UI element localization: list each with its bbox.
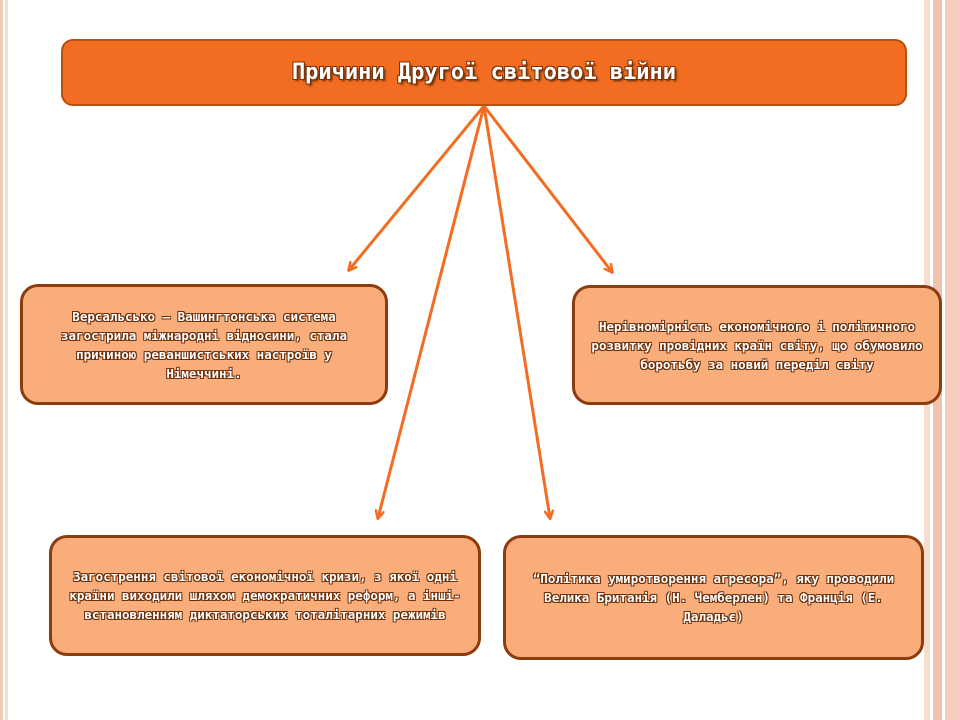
cause-text: “Політика умиротворення агресора”, яку п… xyxy=(532,571,895,624)
arrow-to-cause-2 xyxy=(482,104,612,272)
cause-box-appeasement: “Політика умиротворення агресора”, яку п… xyxy=(503,535,924,660)
arrow-to-cause-3 xyxy=(378,104,486,518)
cause-box-uneven-development: Нерівномірність економічного і політично… xyxy=(572,285,942,405)
cause-box-versailles: Версальсько – Вашингтонська система заго… xyxy=(20,284,388,405)
diagram-title-box: Причини Другої світової війни xyxy=(61,39,907,106)
diagram-title: Причини Другої світової війни xyxy=(291,60,677,85)
cause-text: Загострення світової економічної кризи, … xyxy=(69,569,461,622)
cause-text: Версальсько – Вашингтонська система заго… xyxy=(61,308,347,381)
arrow-to-cause-1 xyxy=(349,104,486,270)
cause-box-economic-crisis: Загострення світової економічної кризи, … xyxy=(49,535,481,656)
cause-text: Нерівномірність економічного і політично… xyxy=(591,318,923,372)
arrow-to-cause-4 xyxy=(482,104,550,518)
slide-border-left xyxy=(0,0,8,720)
